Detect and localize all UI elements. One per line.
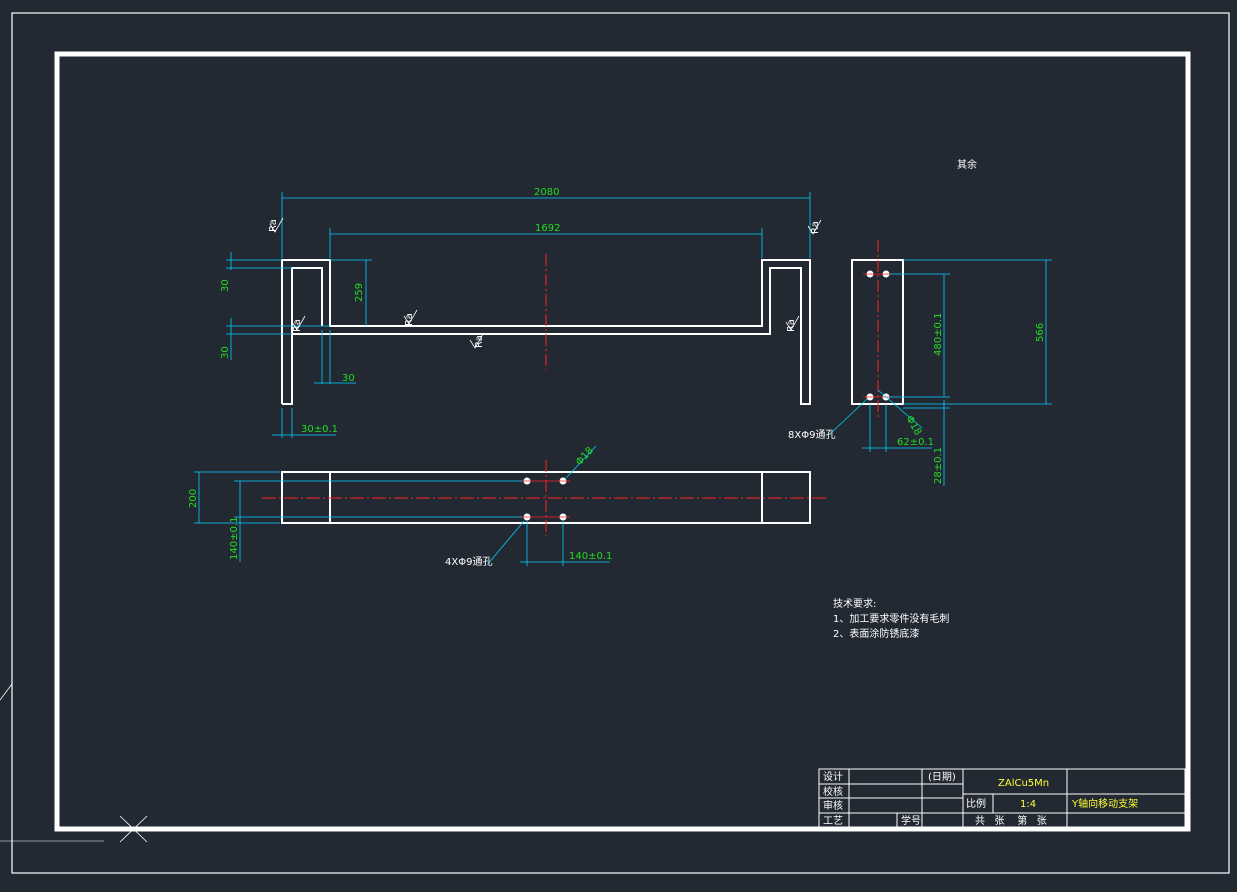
tb-batch: 学号 <box>901 814 921 827</box>
plan-view <box>262 460 826 536</box>
tb-design: 设计 <box>823 770 843 783</box>
tb-date: (日期) <box>928 771 956 783</box>
tb-scale-value: 1:4 <box>1020 799 1036 810</box>
dim-inner-length: 1692 <box>535 223 560 234</box>
callout-plan-holes: 4XΦ9通孔 <box>445 556 492 568</box>
dim-plan-hole-offset: 140±0.1 <box>229 517 240 560</box>
dim-plan-width: 200 <box>188 489 199 508</box>
tb-review: 审核 <box>823 799 843 812</box>
callout-side-holes: 8XΦ9通孔 <box>788 429 835 441</box>
dim-plan-hole-spacing: 140±0.1 <box>569 551 612 562</box>
roughness-symbols <box>269 217 822 349</box>
side-view-dimensions <box>829 259 1052 486</box>
dim-overall-length: 2080 <box>534 187 559 198</box>
dim-bottom-height: 30 <box>220 346 231 359</box>
cursor-cross-b <box>119 815 148 843</box>
technical-notes: 技术要求: 1、加工要求零件没有毛刺 2、表面涂防锈底漆 <box>833 597 949 640</box>
roughness-mark-5: Ra <box>474 335 485 348</box>
plan-view-dimensions <box>194 445 610 566</box>
tb-sheets: 共 张 第 张 <box>975 814 1047 827</box>
tb-check: 校核 <box>823 785 843 798</box>
tb-craft: 工艺 <box>823 815 843 827</box>
tb-scale-label: 比例 <box>966 797 986 810</box>
side-view <box>851 240 904 420</box>
front-view <box>281 254 811 405</box>
title-block <box>818 768 1186 828</box>
dim-flange-width: 30 <box>342 373 355 384</box>
dim-side-height: 566 <box>1035 323 1046 342</box>
dim-side-hole-offset: 62±0.1 <box>897 437 934 448</box>
side-view-dimension-texts: 566 480±0.1 Φ18 62±0.1 28±0.1 8XΦ9通孔 <box>788 313 1046 484</box>
dim-plan-hole-dia: Φ18 <box>574 445 596 468</box>
front-view-dimension-texts: 2080 1692 30 259 30 30 30±0.1 <box>220 187 560 435</box>
ucs-mark <box>0 683 13 701</box>
dim-leg-height: 259 <box>354 283 365 302</box>
tb-material: ZAlCu5Mn <box>998 778 1049 789</box>
sheet-borders <box>0 12 1230 874</box>
inner-frame <box>54 51 1191 832</box>
dim-side-hole-dia: Φ18 <box>903 414 923 437</box>
dim-top-height: 30 <box>220 279 231 292</box>
roughness-texts: Ra Ra Ra Ra Ra Ra <box>268 219 821 348</box>
roughness-mark-2: Ra <box>810 221 821 234</box>
plan-view-dimension-texts: 200 140±0.1 140±0.1 Φ18 4XΦ9通孔 <box>188 445 612 568</box>
roughness-mark-6: Ra <box>786 319 797 332</box>
tb-drawing-title: Y轴向移动支架 <box>1071 797 1138 810</box>
notes-line-2: 2、表面涂防锈底漆 <box>833 627 919 640</box>
dim-side-spacing: 480±0.1 <box>933 313 944 356</box>
dim-side-bottom-offset: 28±0.1 <box>933 447 944 484</box>
roughness-mark-1: Ra <box>268 219 279 232</box>
dim-leg-width: 30±0.1 <box>301 424 338 435</box>
outer-border <box>11 12 1230 874</box>
front-view-profile <box>281 259 811 405</box>
notes-heading: 技术要求: <box>833 597 876 610</box>
roughness-mark-3: Ra <box>292 319 303 332</box>
title-block-texts: 设计 校核 审核 工艺 (日期) 学号 ZAlCu5Mn 比例 1:4 共 张 … <box>823 770 1138 827</box>
surface-roughness-note: 其余 <box>957 158 977 171</box>
notes-line-1: 1、加工要求零件没有毛刺 <box>833 612 949 625</box>
roughness-mark-4: Ra <box>404 313 415 326</box>
front-view-dimensions <box>226 192 811 438</box>
